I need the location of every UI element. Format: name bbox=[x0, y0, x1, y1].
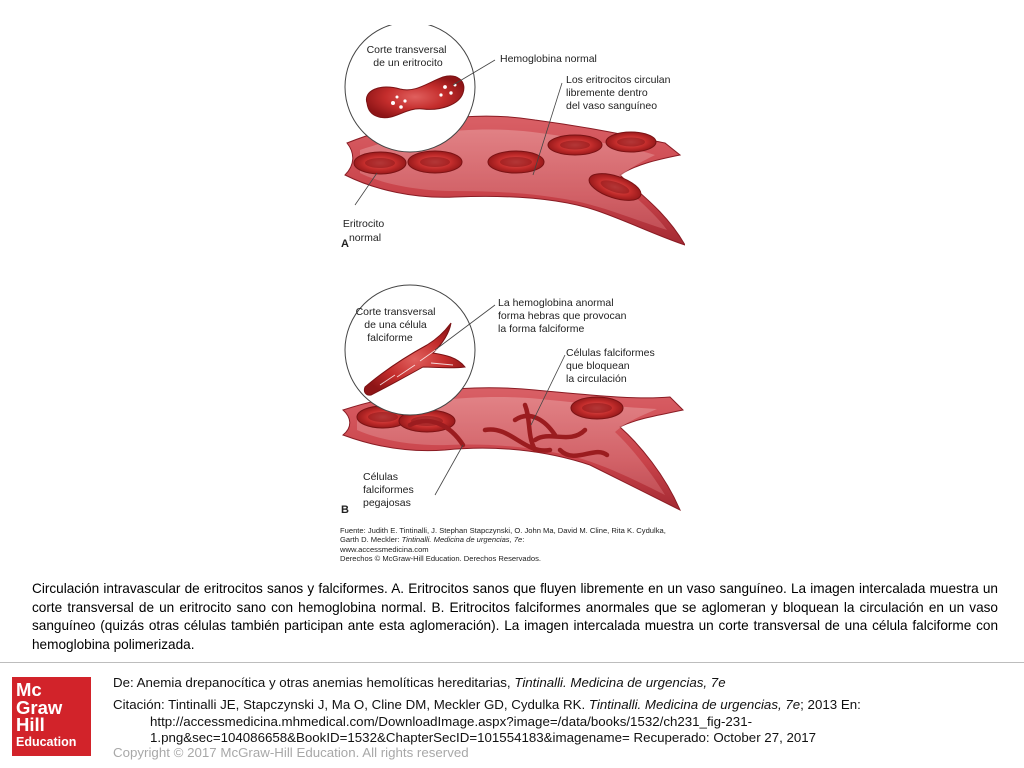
label-normal-hemoglobin: Hemoglobina normal bbox=[500, 53, 597, 65]
label-normal-erythrocyte: Eritrocito normal bbox=[343, 218, 387, 244]
sickle-cell-cross-section bbox=[363, 322, 466, 396]
citation-url-continued[interactable]: 1.png&sec=104086658&BookID=1532&ChapterS… bbox=[150, 730, 817, 746]
inset-title-a: Corte transversal de un eritrocito bbox=[367, 44, 450, 69]
label-blocking-cells: Células falciformes que bloquean la circ… bbox=[566, 347, 658, 385]
divider bbox=[0, 662, 1024, 663]
figure-source: Fuente: Judith E. Tintinalli, J. Stephan… bbox=[340, 526, 666, 564]
sickle-cells-cluster bbox=[407, 402, 610, 458]
panel-letter-a: A bbox=[341, 238, 349, 250]
reference-from: De: Anemia drepanocítica y otras anemias… bbox=[113, 675, 726, 690]
citation-url[interactable]: http://accessmedicina.mhmedical.com/Down… bbox=[150, 713, 753, 729]
panel-a: Corte transversal de un eritrocito Hemog… bbox=[341, 25, 685, 250]
erythrocyte-cross-section bbox=[365, 75, 465, 119]
sickle-cell-diagram: Corte transversal de un eritrocito Hemog… bbox=[335, 25, 685, 565]
label-abnormal-hemoglobin: La hemoglobina anormal forma hebras que … bbox=[498, 297, 629, 335]
inset-circle-b bbox=[344, 284, 476, 416]
figure-caption: Circulación intravascular de eritrocitos… bbox=[32, 581, 998, 652]
label-free-circulation: Los eritrocitos circulan libremente dent… bbox=[566, 74, 673, 112]
panel-b: Corte transversal de una célula falcifor… bbox=[341, 284, 685, 516]
source-rights: Derechos © McGraw-Hill Education. Derech… bbox=[340, 554, 541, 564]
panel-letter-b: B bbox=[341, 504, 349, 516]
label-sticky-cells: Células falciformes pegajosas bbox=[363, 471, 417, 509]
copyright-notice: Copyright © 2017 McGraw-Hill Education. … bbox=[113, 745, 469, 760]
diagram-svg: Corte transversal de un eritrocito Hemog… bbox=[341, 25, 685, 516]
reference-citation: Citación: Tintinalli JE, Stapczynski J, … bbox=[113, 697, 1013, 747]
source-url: www.accessmedicina.com bbox=[340, 544, 429, 554]
inset-title-b: Corte transversal de una célula falcifor… bbox=[356, 306, 439, 344]
mcgraw-hill-logo: Mc Graw Hill Education bbox=[12, 677, 91, 756]
inset-circle-a bbox=[344, 25, 476, 153]
